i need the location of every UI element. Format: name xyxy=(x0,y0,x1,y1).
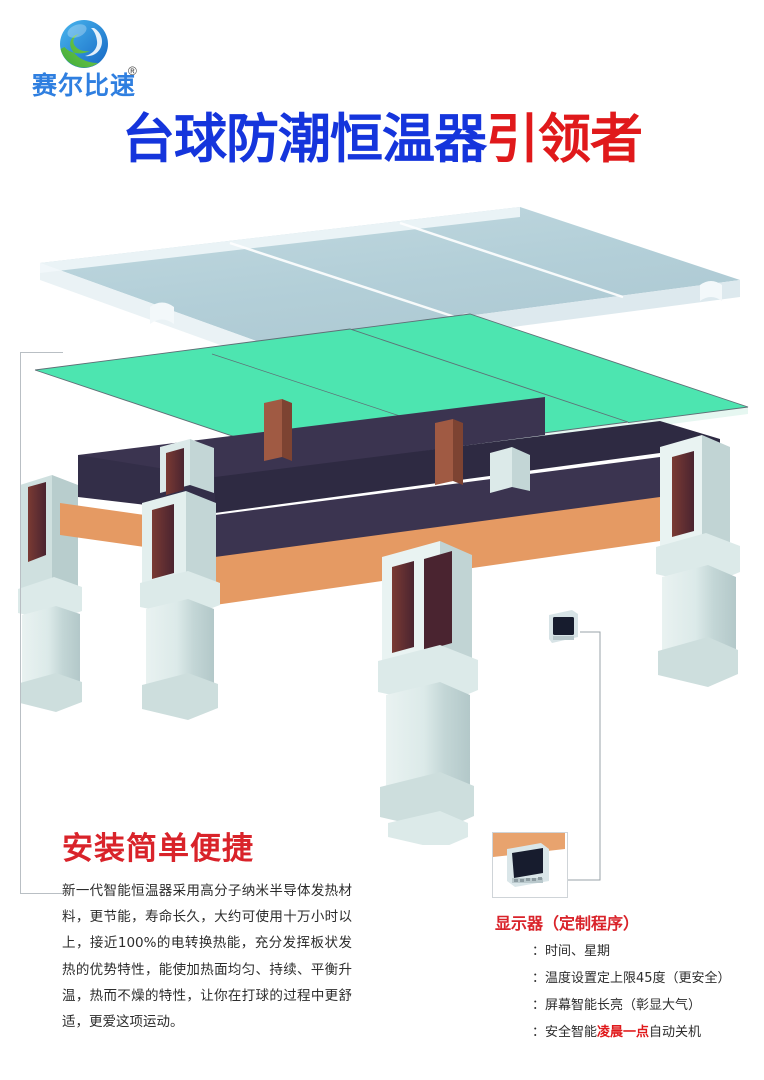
table-leg xyxy=(656,435,740,687)
display-heading: 显示器（定制程序） xyxy=(495,914,640,933)
table-leg xyxy=(160,439,214,495)
page-title: 台球防潮恒温器引领者 xyxy=(0,112,764,168)
leg-heating-element xyxy=(392,561,414,653)
page-title-red: 引领者 xyxy=(486,109,643,170)
spec-text: 时间、星期 xyxy=(545,944,611,959)
leg-heating-element xyxy=(424,551,452,651)
leg-heating-element xyxy=(152,504,174,579)
table-leg xyxy=(140,491,220,720)
leg-heating-element xyxy=(264,399,463,485)
spec-colon: ： xyxy=(532,1025,546,1041)
spec-item-2: ：屏幕智能长亮（彰显大气） xyxy=(532,992,762,1019)
spec-item-3: ：安全智能凌晨一点自动关机 xyxy=(532,1019,762,1046)
install-heading: 安装简单便捷 xyxy=(62,831,254,867)
brand-name: 赛尔比速 xyxy=(32,71,137,100)
globe-swoosh-logo-icon xyxy=(58,18,110,70)
leg-heating-element xyxy=(672,451,694,537)
left-callout-bracket xyxy=(20,352,63,894)
display-spec-list: ：时间、星期 ：温度设置定上限45度（更安全） ：屏幕智能长亮（彰显大气） ：安… xyxy=(532,938,762,1046)
controller-display xyxy=(549,610,578,643)
exploded-billiard-table-diagram xyxy=(0,185,764,845)
spec-text-pre: 安全智能 xyxy=(545,1025,598,1041)
install-section: 安装简单便捷 新一代智能恒温器采用高分子纳米半导体发热材料，更节能，寿命长久，大… xyxy=(62,831,352,1036)
brand-logo: 赛尔比速 ® xyxy=(18,18,168,100)
display-device-thumbnail xyxy=(492,832,568,898)
spec-text-highlight: 凌晨一点 xyxy=(597,1025,650,1041)
table-leg xyxy=(378,541,478,845)
leg-heating-element xyxy=(166,448,184,495)
spec-text: 屏幕智能长亮（彰显大气） xyxy=(545,998,702,1014)
spec-text-post: 自动关机 xyxy=(649,1025,702,1041)
spec-text: 温度设置定上限45度（更安全） xyxy=(545,971,731,987)
install-body-text: 新一代智能恒温器采用高分子纳米半导体发热材料，更节能，寿命长久，大约可使用十万小… xyxy=(62,882,352,1031)
page-title-blue: 台球防潮恒温器 xyxy=(122,109,487,170)
table-leg xyxy=(490,447,530,493)
registered-trademark-icon: ® xyxy=(128,64,137,78)
spec-colon: ： xyxy=(532,998,546,1014)
spec-colon: ： xyxy=(532,971,546,987)
spec-colon: ： xyxy=(532,944,546,959)
spec-item-1: ：温度设置定上限45度（更安全） xyxy=(532,965,762,992)
leg-heating-element xyxy=(28,482,46,562)
spec-item-0: ：时间、星期 xyxy=(532,938,762,965)
